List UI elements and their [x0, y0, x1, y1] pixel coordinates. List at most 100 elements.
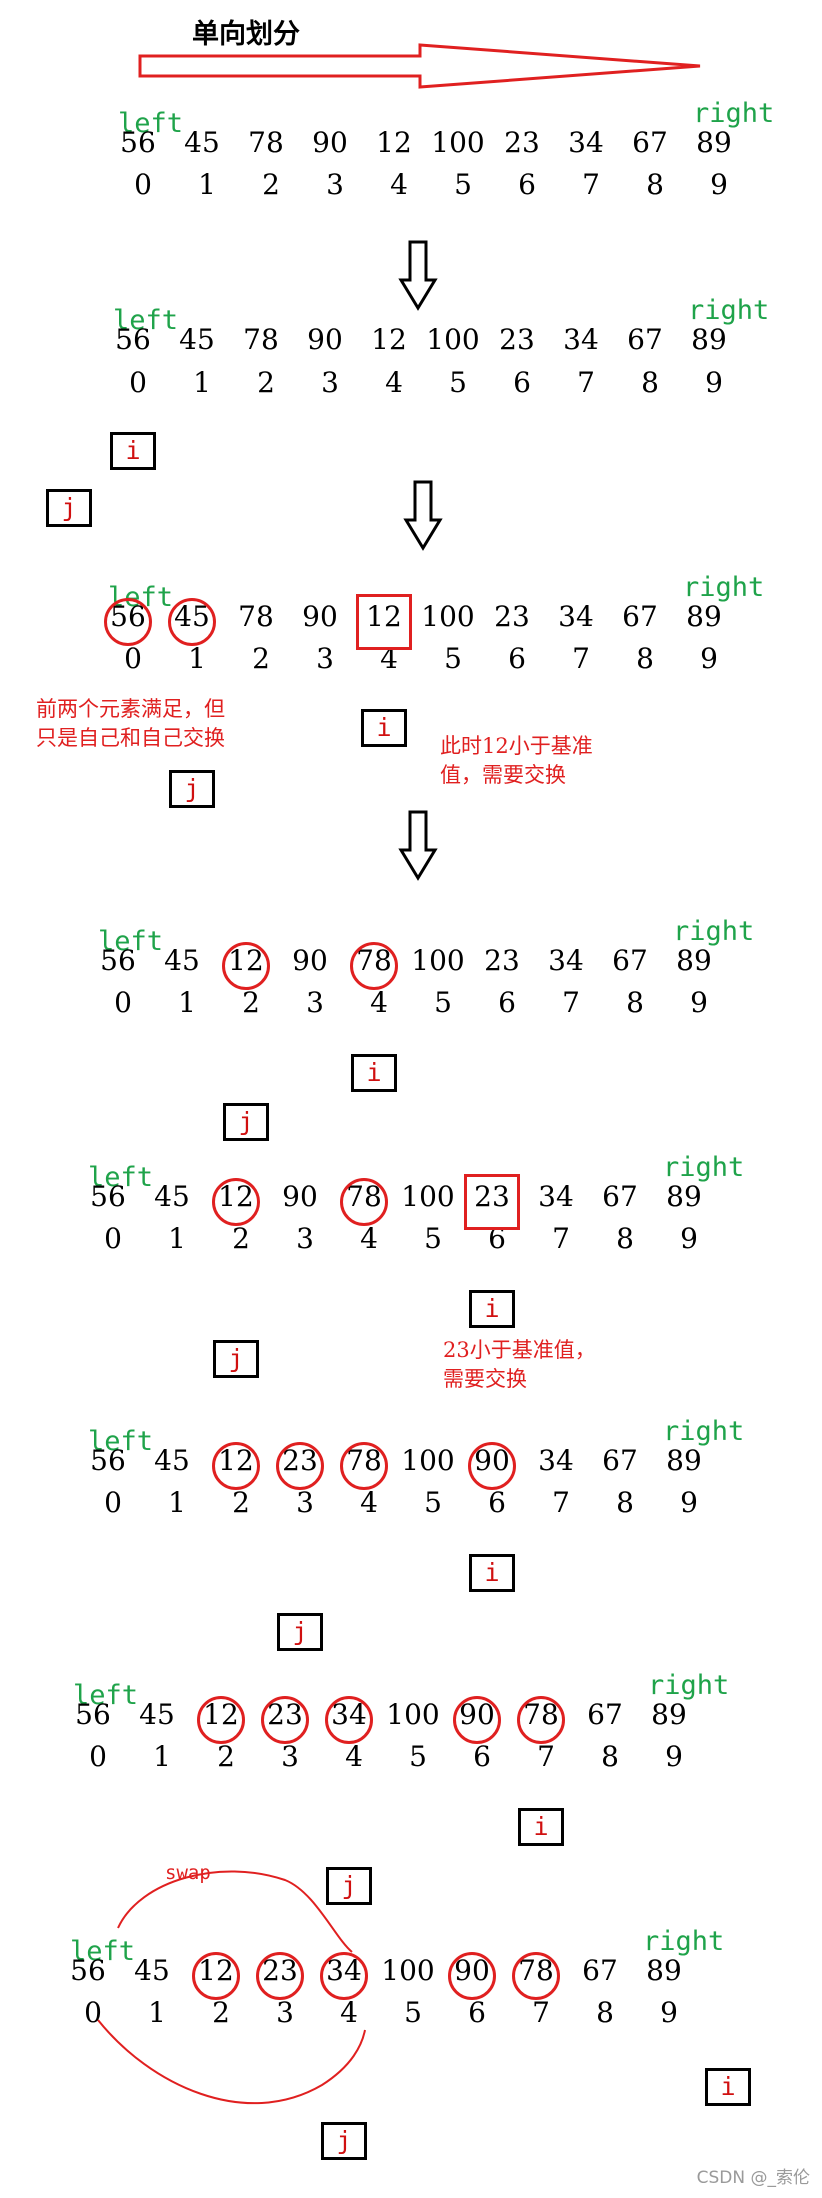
array-value: 67: [627, 323, 663, 356]
left-label: left: [113, 305, 179, 336]
array-value: 56: [115, 323, 151, 356]
array-index: 6: [473, 1740, 491, 1773]
array-index: 3: [296, 1486, 314, 1519]
right-label: right: [643, 1926, 725, 1957]
left-label: left: [88, 1162, 154, 1193]
highlight-circle: [340, 1442, 388, 1490]
array-index: 2: [252, 642, 270, 675]
array-value: 78: [243, 323, 279, 356]
array-value: 89: [691, 323, 727, 356]
array-index: 8: [601, 1740, 619, 1773]
array-index: 7: [552, 1486, 570, 1519]
array-index: 6: [518, 168, 536, 201]
pointer-j-box: j: [277, 1613, 323, 1651]
highlight-circle: [325, 1696, 373, 1744]
array-index: 2: [232, 1222, 250, 1255]
left-label: left: [73, 1680, 139, 1711]
array-value: 89: [666, 1180, 702, 1213]
array-value: 78: [248, 126, 284, 159]
array-index: 7: [562, 986, 580, 1019]
array-index: 8: [596, 1996, 614, 2029]
array-value: 89: [651, 1698, 687, 1731]
array-value: 56: [75, 1698, 111, 1731]
array-index: 0: [114, 986, 132, 1019]
pointer-j-box: j: [223, 1103, 269, 1141]
array-value: 67: [622, 600, 658, 633]
highlight-circle: [276, 1442, 324, 1490]
array-index: 2: [232, 1486, 250, 1519]
highlight-circle: [104, 598, 152, 646]
array-index: 1: [188, 642, 206, 675]
array-index: 4: [390, 168, 408, 201]
right-label: right: [688, 295, 770, 326]
array-value: 23: [504, 126, 540, 159]
array-index: 9: [680, 1222, 698, 1255]
array-index: 7: [537, 1740, 555, 1773]
array-value: 100: [386, 1698, 440, 1731]
array-index: 6: [488, 1486, 506, 1519]
array-index: 8: [646, 168, 664, 201]
left-label: left: [118, 108, 184, 139]
array-index: 2: [217, 1740, 235, 1773]
array-index: 4: [385, 366, 403, 399]
pointer-i-box: i: [361, 709, 407, 747]
array-index: 7: [552, 1222, 570, 1255]
array-index: 9: [700, 642, 718, 675]
array-index: 3: [326, 168, 344, 201]
array-value: 89: [676, 944, 712, 977]
array-index: 9: [680, 1486, 698, 1519]
array-index: 4: [340, 1996, 358, 2029]
array-value: 100: [401, 1180, 455, 1213]
array-value: 34: [568, 126, 604, 159]
array-value: 23: [474, 1180, 510, 1213]
array-value: 56: [120, 126, 156, 159]
array-index: 6: [488, 1222, 506, 1255]
array-value: 23: [494, 600, 530, 633]
highlight-circle: [261, 1696, 309, 1744]
pointer-j-box: j: [326, 1867, 372, 1905]
array-index: 3: [276, 1996, 294, 2029]
array-value: 100: [411, 944, 465, 977]
array-value: 67: [587, 1698, 623, 1731]
array-index: 6: [498, 986, 516, 1019]
array-index: 4: [370, 986, 388, 1019]
right-label: right: [673, 916, 755, 947]
highlight-circle: [197, 1696, 245, 1744]
array-value: 67: [632, 126, 668, 159]
pointer-i-box: i: [110, 432, 156, 470]
highlight-circle: [448, 1952, 496, 2000]
pointer-j-box: j: [321, 2122, 367, 2160]
note-self-swap: 前两个元素满足，但 只是自己和自己交换: [36, 697, 225, 750]
array-index: 2: [257, 366, 275, 399]
array-index: 8: [616, 1486, 634, 1519]
pointer-j-box: j: [169, 770, 215, 808]
array-index: 5: [449, 366, 467, 399]
array-index: 8: [616, 1222, 634, 1255]
array-index: 8: [626, 986, 644, 1019]
array-value: 90: [307, 323, 343, 356]
array-value: 67: [602, 1180, 638, 1213]
array-index: 1: [193, 366, 211, 399]
array-index: 3: [296, 1222, 314, 1255]
note-23-less-than-pivot: 23小于基准值， 需要交换: [443, 1338, 596, 1391]
array-value: 89: [666, 1444, 702, 1477]
array-index: 6: [468, 1996, 486, 2029]
array-index: 9: [665, 1740, 683, 1773]
array-index: 8: [641, 366, 659, 399]
array-value: 34: [538, 1444, 574, 1477]
array-value: 90: [292, 944, 328, 977]
pointer-j-box: j: [46, 489, 92, 527]
array-index: 3: [321, 366, 339, 399]
array-value: 12: [371, 323, 407, 356]
array-value: 34: [558, 600, 594, 633]
pointer-i-box: i: [469, 1290, 515, 1328]
swap-label: swap: [165, 1862, 211, 1884]
array-index: 7: [572, 642, 590, 675]
array-index: 0: [104, 1222, 122, 1255]
array-index: 0: [84, 1996, 102, 2029]
array-index: 0: [129, 366, 147, 399]
watermark: CSDN @_索伦: [696, 2168, 810, 2188]
array-value: 90: [302, 600, 338, 633]
array-index: 4: [360, 1222, 378, 1255]
